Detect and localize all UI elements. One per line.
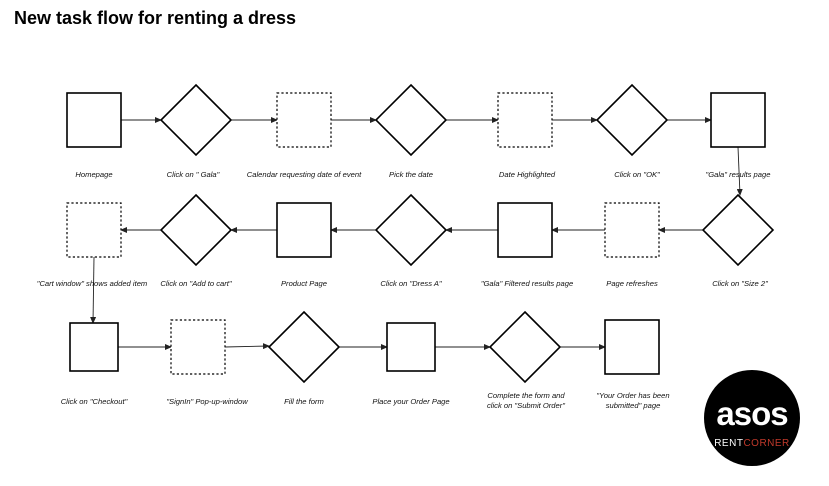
dashed-step-square — [497, 92, 553, 148]
step-label: Product Page — [281, 279, 327, 288]
dashed-step-square — [66, 202, 122, 258]
connectors-layer — [90, 117, 743, 350]
step-label: Click on "Size 2" — [712, 279, 768, 288]
decision-diamond — [701, 193, 775, 267]
decision-diamond — [374, 83, 448, 157]
step-label: Click on "Dress A" — [380, 279, 442, 288]
labels-layer: Homepage Click on " Gala" Calendar request… — [37, 170, 771, 410]
step-square — [604, 319, 660, 375]
step-label: "Cart window" shows added item — [37, 279, 148, 288]
step-label: "Gala" results page — [706, 170, 771, 179]
step-square — [497, 202, 553, 258]
step-square — [386, 322, 436, 372]
step-label: "Your Order has been — [596, 391, 669, 400]
shapes-layer — [66, 83, 775, 384]
page-title: New task flow for renting a dress — [14, 8, 297, 28]
flow-arrow — [736, 146, 743, 196]
decision-diamond — [488, 310, 562, 384]
flow-arrow — [90, 256, 97, 324]
step-label: Click on "Checkout" — [61, 397, 128, 406]
decision-diamond — [374, 193, 448, 267]
logo-sub-right: CORNER — [743, 438, 789, 449]
dashed-step-square — [276, 92, 332, 148]
dashed-step-square — [170, 319, 226, 375]
step-label: Homepage — [75, 170, 112, 179]
step-label: Place your Order Page — [372, 397, 449, 406]
asos-rent-corner-logo: asos RENTCORNER — [704, 370, 800, 466]
step-label: Pick the date — [389, 170, 433, 179]
step-square — [69, 322, 119, 372]
flow-arrow — [224, 343, 270, 350]
logo-wordmark: asos — [716, 395, 787, 432]
step-label: Fill the form — [284, 397, 324, 406]
step-label: submitted" page — [606, 401, 661, 410]
step-label: Page refreshes — [606, 279, 658, 288]
step-label: Click on "Add to cart" — [160, 279, 232, 288]
decision-diamond — [159, 83, 233, 157]
decision-diamond — [267, 310, 341, 384]
step-label: Complete the form and — [487, 391, 565, 400]
step-label: Click on " Gala" — [167, 170, 220, 179]
step-square — [710, 92, 766, 148]
step-square — [66, 92, 122, 148]
step-label: "Gala" Filtered results page — [481, 279, 573, 288]
step-label: Date Highlighted — [499, 170, 556, 179]
step-square — [276, 202, 332, 258]
dashed-step-square — [604, 202, 660, 258]
step-label: click on "Submit Order" — [487, 401, 565, 410]
step-label: Calendar requesting date of event — [247, 170, 362, 179]
decision-diamond — [159, 193, 233, 267]
decision-diamond — [595, 83, 669, 157]
step-label: "SignIn" Pop-up-window — [166, 397, 248, 406]
logo-sub-left: RENT — [714, 438, 743, 449]
step-label: Click on "OK" — [614, 170, 660, 179]
logo-background — [704, 370, 800, 466]
logo-subtitle: RENTCORNER — [714, 438, 790, 449]
